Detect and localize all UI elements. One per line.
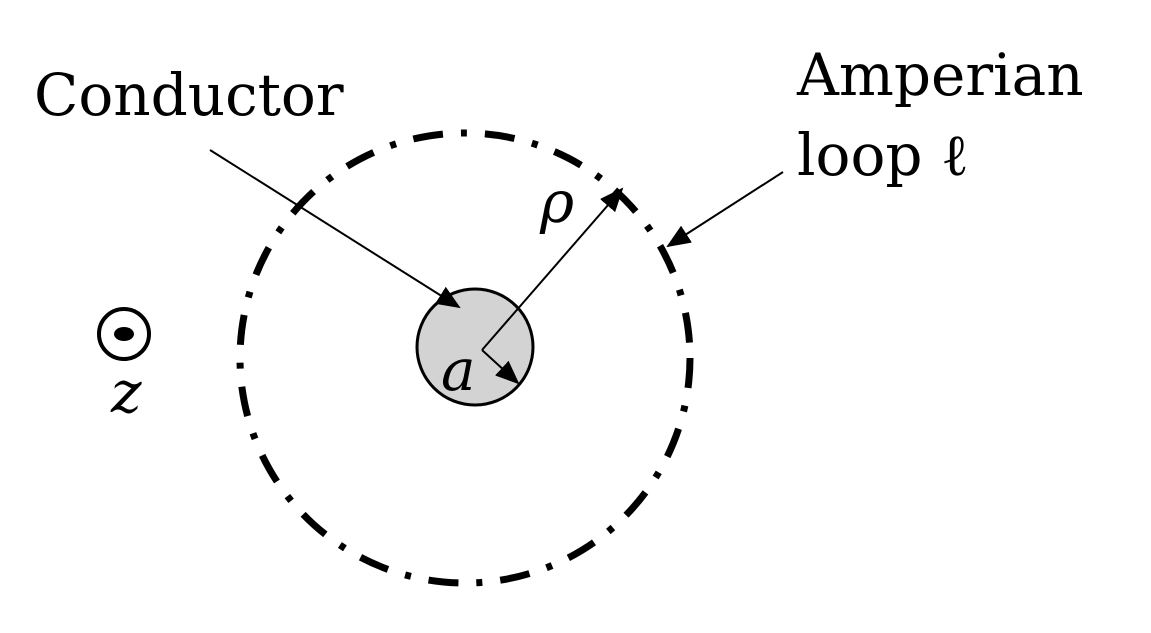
amperian-leader-arrow [666,171,784,248]
conductor-leader-arrow [209,149,461,309]
rho-label: ρ [539,168,574,236]
amperian-loop [236,129,694,587]
a-label: a [441,336,476,404]
z-axis-label: z [110,358,142,426]
a-radius-arrow [481,349,520,385]
rho-radius-arrow [481,187,624,351]
amperian-label-line1: Amperian [796,41,1084,109]
amperian-label-line2: loop ℓ [797,121,969,189]
out-of-page-dot-circle-icon [97,307,151,361]
conductor-label: Conductor [34,61,344,129]
